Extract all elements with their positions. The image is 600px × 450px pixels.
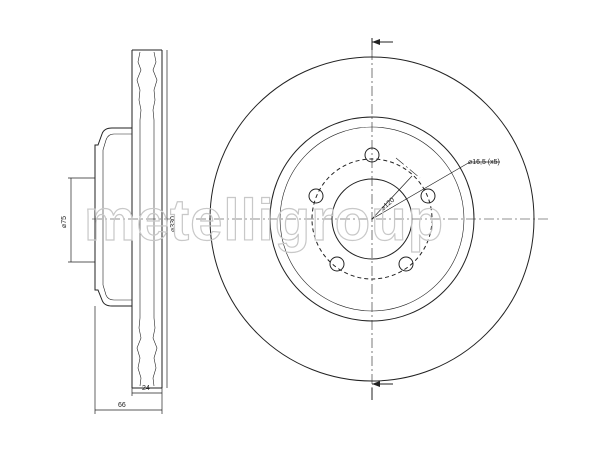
bolt-hole-lower-right bbox=[398, 256, 414, 272]
watermark-logo: metelligroup bbox=[84, 188, 444, 253]
dimension-hub-diameter: ⌀75 bbox=[61, 177, 95, 263]
dimension-thickness: 24 bbox=[131, 385, 163, 396]
bolt-hole-left bbox=[308, 188, 324, 204]
dimension-outer-diameter: ⌀330 bbox=[166, 50, 177, 388]
hub-diameter-label: ⌀75 bbox=[61, 216, 68, 228]
disc-side-view bbox=[92, 49, 170, 389]
bolt-hole-right bbox=[420, 188, 436, 204]
dimension-bolt-holes: ⌀16,5 (x5) bbox=[371, 159, 500, 220]
bolt-hole-lower-left bbox=[329, 256, 345, 272]
thickness-label: 24 bbox=[142, 385, 150, 392]
outer-diameter-label: ⌀330 bbox=[170, 216, 177, 232]
total-height-label: 66 bbox=[118, 402, 126, 409]
bolt-holes-label: ⌀16,5 (x5) bbox=[468, 159, 500, 166]
dimension-total-height: 66 bbox=[94, 306, 163, 414]
